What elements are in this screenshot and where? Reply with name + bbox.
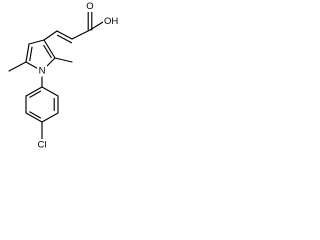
atom-label-n: N (39, 66, 46, 77)
chlorophenyl-ring (25, 86, 59, 141)
pyrrole-double-c5-c4 (29, 46, 33, 62)
pyrrole-bond-c5-c4 (25, 43, 30, 63)
pyrrole-bond-c4-c3 (28, 39, 45, 45)
hydroxyl-bond (89, 21, 104, 31)
chemical-structure-diagram: O OH N Cl (8, 1, 120, 151)
benzene-bond-3 (41, 112, 59, 123)
benzene-bond-4 (25, 112, 43, 123)
benzene-bond-6 (25, 86, 43, 97)
vinyl-single-bond (71, 29, 91, 40)
atom-label-oh: OH (104, 16, 118, 27)
methyl-bond-c5 (8, 61, 27, 72)
label-bg-n (37, 65, 47, 77)
benzene-double-c (29, 90, 42, 98)
chain-ring-bond (43, 30, 58, 41)
atom-label-o: O (86, 1, 93, 12)
vinyl-double-bond-outer (56, 30, 73, 40)
benzene-double-b (29, 111, 42, 119)
methyl-bond-c2 (54, 57, 73, 63)
benzene-bond-1 (41, 86, 59, 97)
label-bg-oh (103, 16, 120, 27)
acrylic-acid-chain (43, 11, 104, 44)
vinyl-double-bond-inner (56, 34, 73, 44)
label-bg-cl (34, 139, 50, 151)
label-bg-o (85, 1, 95, 12)
pyrrole-ring (8, 39, 73, 88)
pyrrole-double-c3-c2 (43, 44, 52, 59)
pyrrole-bond-c3-c2 (43, 39, 56, 59)
atom-label-cl: Cl (38, 140, 47, 151)
atom-labels: O OH N Cl (34, 1, 120, 151)
